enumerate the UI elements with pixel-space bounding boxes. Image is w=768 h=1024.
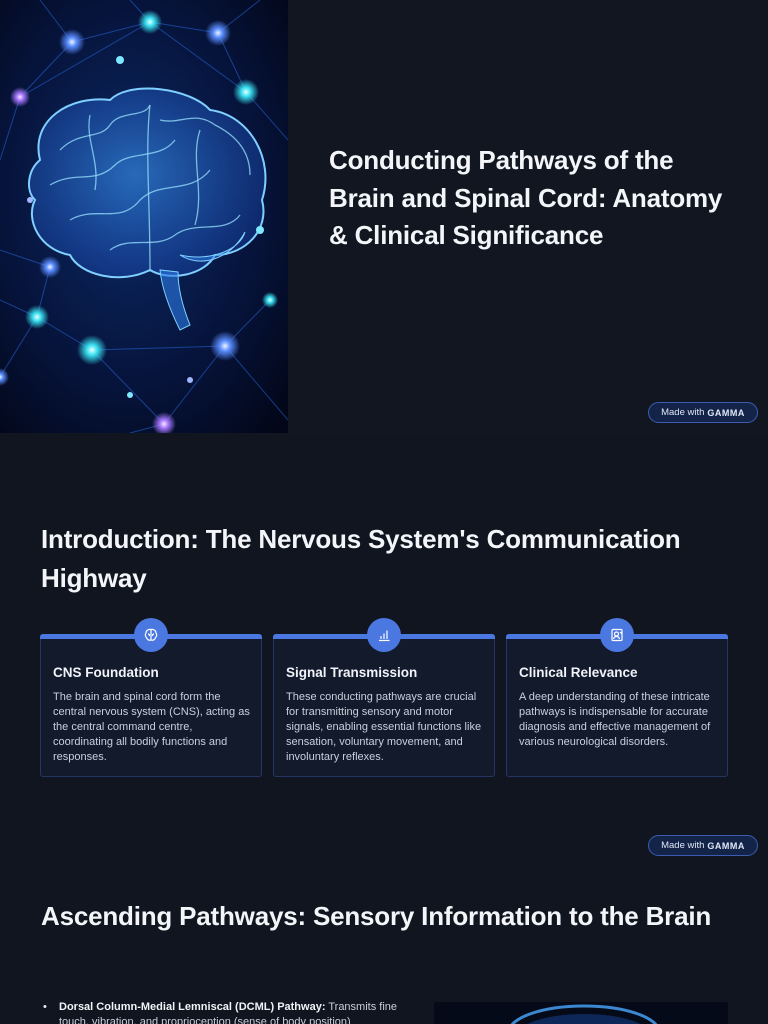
bar-chart-icon [367,618,401,652]
ascending-pathways-title: Ascending Pathways: Sensory Information … [41,901,712,931]
card-title: CNS Foundation [53,665,159,680]
brain-icon [134,618,168,652]
card-title: Clinical Relevance [519,665,638,680]
badge-prefix: Made with [661,840,705,851]
gamma-logo: GAMMA [707,840,745,851]
bullet-bold-label: Dorsal Column-Medial Lemniscal (DCML) Pa… [59,1001,326,1013]
introduction-slide: Introduction: The Nervous System's Commu… [0,434,768,864]
card-title: Signal Transmission [286,665,418,680]
brain-network-image [0,0,288,433]
bullet-text: Transmits fine touch, vibration, and pro… [59,1001,398,1024]
made-with-gamma-badge[interactable]: Made with GAMMA [648,402,758,423]
brain-illustration-image [434,1002,728,1024]
card-text: The brain and spinal cord form the centr… [53,691,250,763]
card-signal-transmission: Signal Transmission These conducting pat… [273,618,495,777]
card-text: These conducting pathways are crucial fo… [286,691,482,763]
introduction-title: Introduction: The Nervous System's Commu… [41,524,681,593]
ascending-pathways-slide: Ascending Pathways: Sensory Information … [0,864,768,1024]
presentation-title: Conducting Pathways of the Brain and Spi… [329,145,723,250]
list-item: Dorsal Column-Medial Lemniscal (DCML) Pa… [41,1000,411,1024]
title-slide: Conducting Pathways of the Brain and Spi… [0,0,768,434]
badge-prefix: Made with [661,407,705,418]
card-clinical-relevance: Clinical Relevance A deep understanding … [506,618,728,777]
clinical-icon [600,618,634,652]
gamma-logo: GAMMA [707,407,745,418]
card-cns-foundation: CNS Foundation The brain and spinal cord… [40,618,262,777]
card-text: A deep understanding of these intricate … [519,691,711,748]
made-with-gamma-badge[interactable]: Made with GAMMA [648,835,758,856]
